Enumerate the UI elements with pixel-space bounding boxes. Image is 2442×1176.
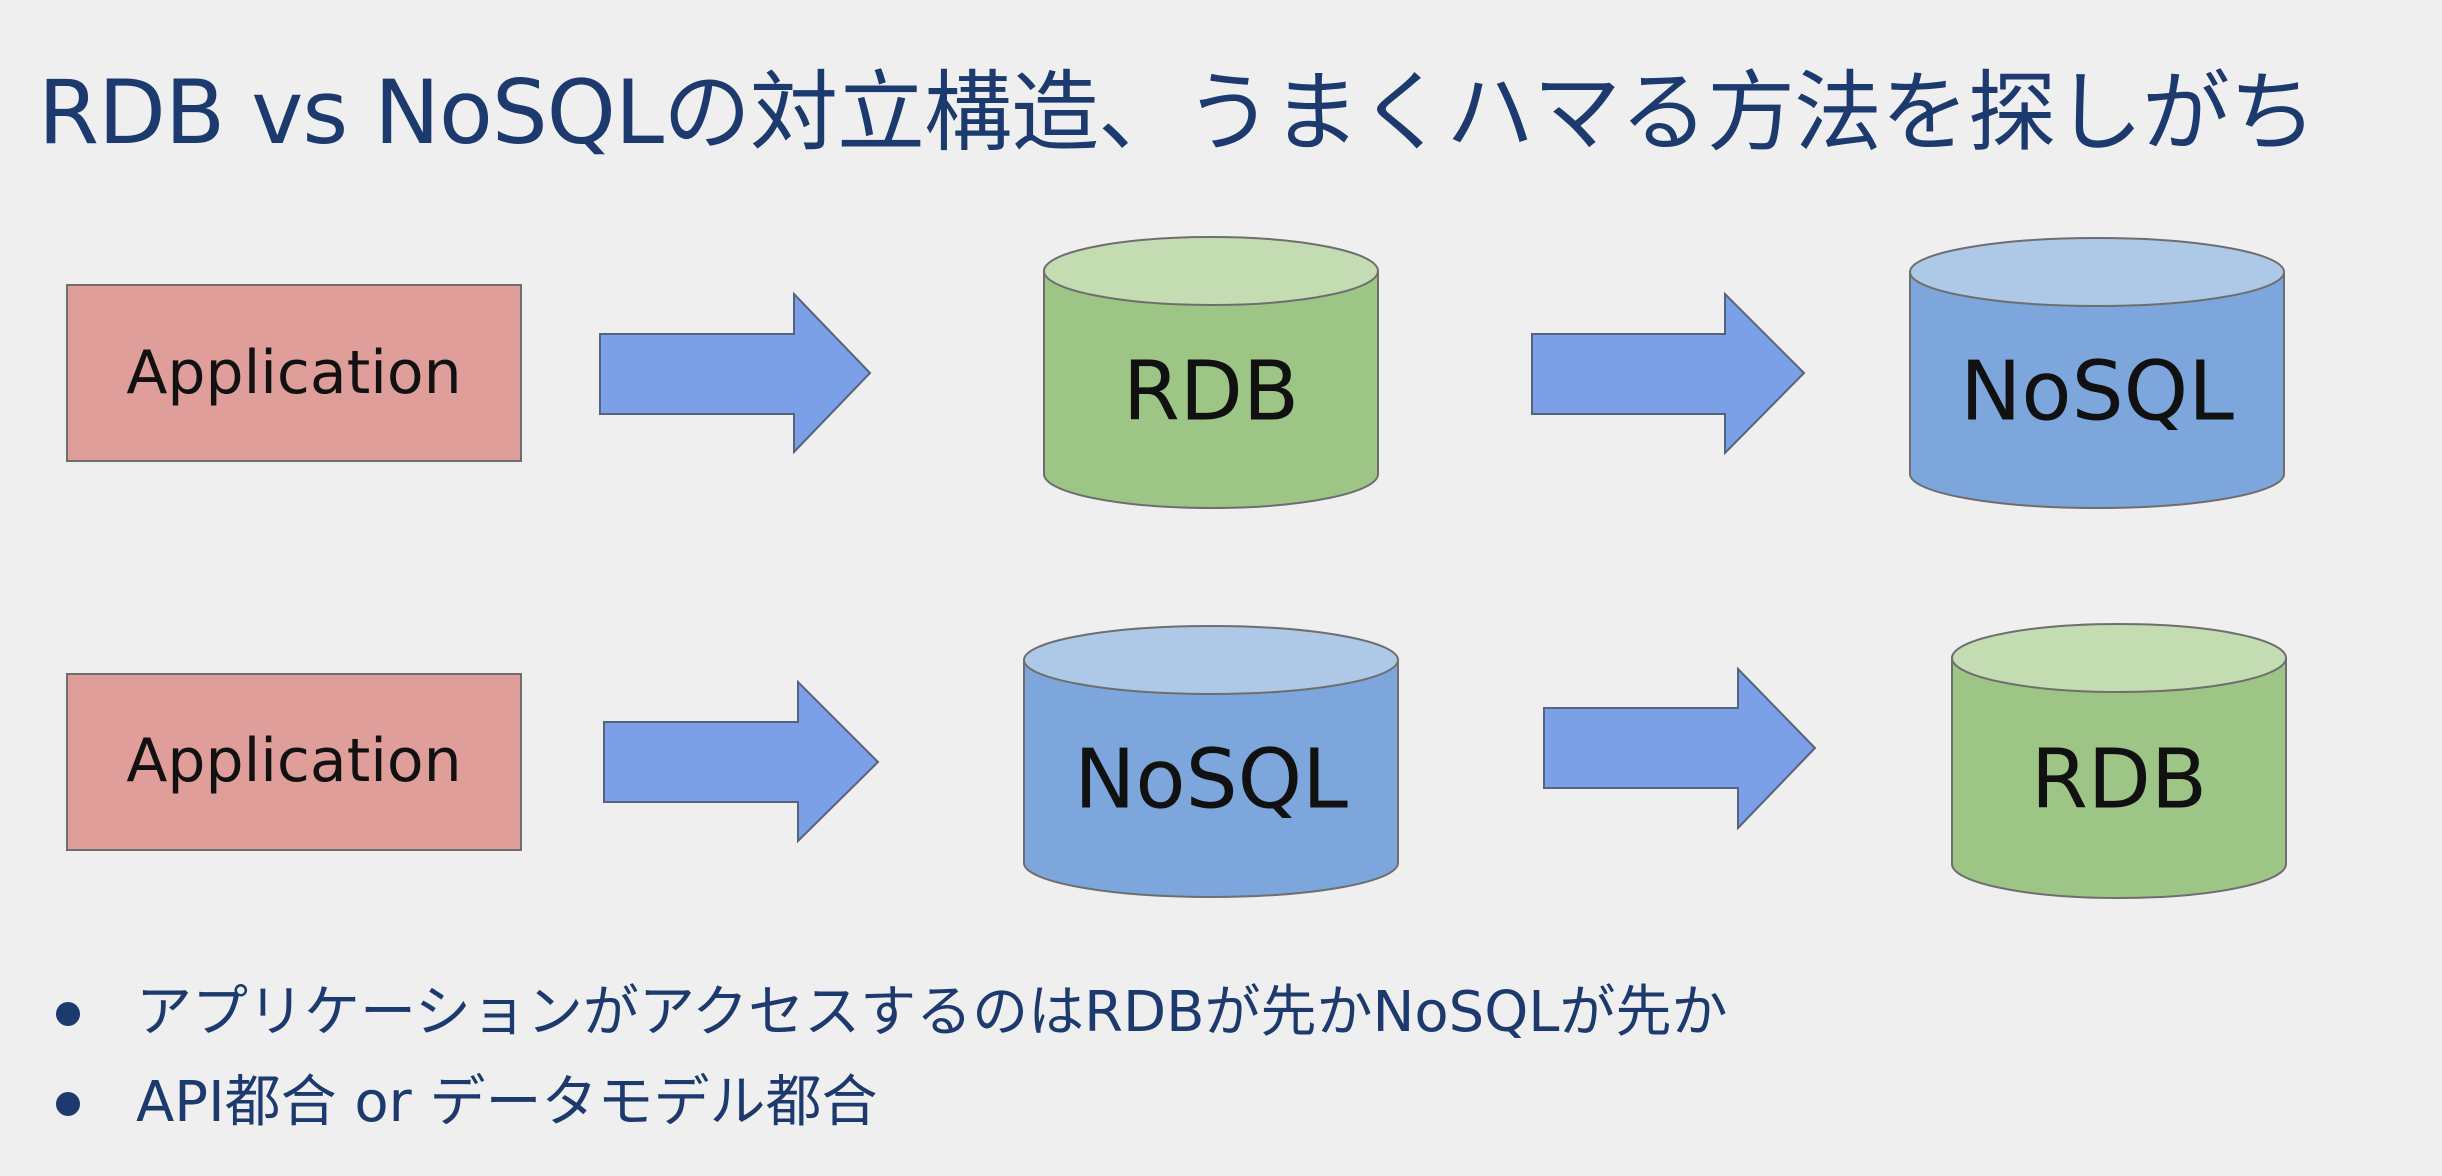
database-label: NoSQL: [1960, 345, 2234, 440]
bullet-text: アプリケーションがアクセスするのはRDBが先かNoSQLが先か: [136, 980, 1728, 1045]
application-label: Application: [126, 726, 461, 796]
bullet-dot-icon: [56, 1002, 80, 1026]
bullet-dot-icon: [56, 1092, 80, 1116]
database-label: RDB: [2031, 733, 2207, 828]
database-label: RDB: [1123, 345, 1299, 440]
cylinder-top: [1043, 236, 1379, 306]
application-box: [66, 284, 522, 462]
bullet-item: API都合 or データモデル都合: [52, 1058, 1728, 1148]
diagram-row-rdb-first: Application RDB NoSQL: [66, 236, 2285, 509]
diagram-row-nosql-first: Application NoSQL RDB: [66, 623, 2287, 899]
bullet-item: アプリケーションがアクセスするのはRDBが先かNoSQLが先か: [52, 968, 1728, 1058]
arrow-icon: [599, 291, 872, 455]
database-label: NoSQL: [1074, 733, 1348, 828]
database-cylinder-rdb: RDB: [1043, 236, 1379, 509]
arrow-icon: [603, 679, 880, 844]
arrow-icon: [1543, 666, 1817, 831]
bullet-list: アプリケーションがアクセスするのはRDBが先かNoSQLが先か API都合 or…: [52, 968, 1728, 1148]
cylinder-body: [1951, 657, 2287, 899]
cylinder-body: [1023, 659, 1399, 898]
bullet-text: API都合 or データモデル都合: [136, 1070, 878, 1135]
database-cylinder-nosql: NoSQL: [1023, 625, 1399, 898]
cylinder-body: [1043, 270, 1379, 509]
slide-title: RDB vs NoSQLの対立構造、うまくハマる方法を探しがち: [38, 61, 2317, 164]
application-label: Application: [126, 338, 461, 408]
cylinder-top: [1909, 237, 2285, 307]
arrow-icon: [1531, 291, 1806, 456]
database-cylinder-rdb: RDB: [1951, 623, 2287, 899]
application-box: [66, 673, 522, 851]
cylinder-body: [1909, 271, 2285, 509]
cylinder-top: [1023, 625, 1399, 695]
database-cylinder-nosql: NoSQL: [1909, 237, 2285, 509]
cylinder-top: [1951, 623, 2287, 693]
